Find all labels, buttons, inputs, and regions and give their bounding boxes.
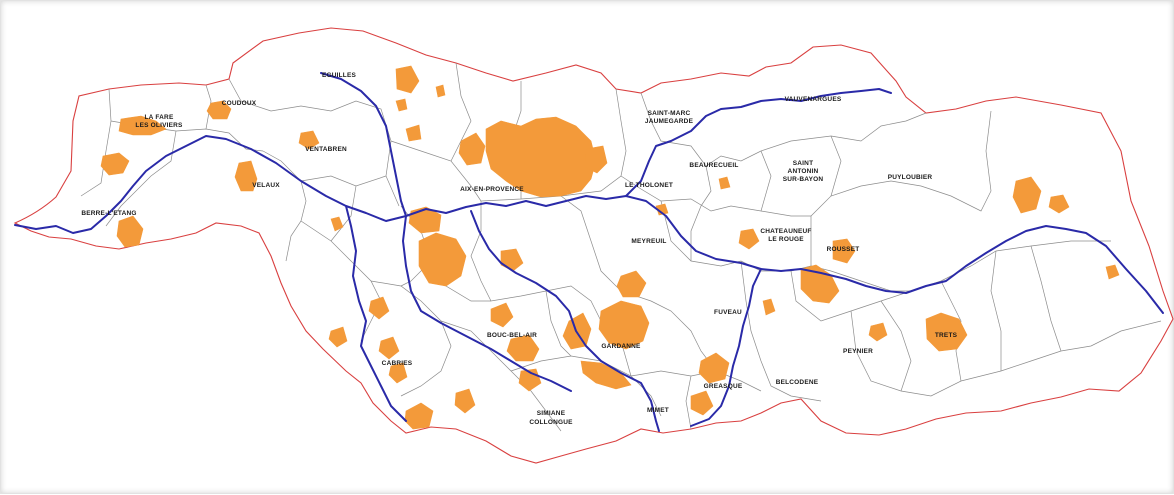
label-ventabren: VENTABREN: [305, 146, 347, 153]
river-mid: [402, 215, 572, 392]
label-belcodene: BELCODENE: [776, 379, 819, 386]
rivers: [14, 72, 1164, 432]
label-vauvenargues: VAUVENARGUES: [785, 96, 842, 103]
label-cabries: CABRIES: [382, 360, 413, 367]
urban-areas: [100, 65, 1120, 430]
label-eguilles: EGUILLES: [322, 72, 357, 79]
label-trets: TRETS: [935, 332, 958, 339]
commune-borders: [80, 62, 1162, 432]
label-rousset: ROUSSET: [827, 246, 860, 253]
label-berre: BERRE-L'ETANG: [81, 210, 136, 217]
label-fuveau: FUVEAU: [714, 309, 742, 316]
river-vauvenargues: [625, 88, 892, 197]
label-mimet: MIMET: [647, 407, 669, 414]
label-meyreuil: MEYREUIL: [631, 238, 666, 245]
river-gardanne: [470, 210, 660, 432]
label-puyloubier: PUYLOUBIER: [888, 174, 933, 181]
label-peynier: PEYNIER: [843, 348, 873, 355]
label-coudoux: COUDOUX: [222, 100, 257, 107]
river-fuveau: [690, 268, 762, 427]
label-beaurecueil: BEAURECUEIL: [689, 162, 738, 169]
river-west: [345, 205, 407, 422]
label-le-tholonet: LE THOLONET: [625, 182, 673, 189]
river-arc: [14, 135, 1164, 314]
label-gardanne: GARDANNE: [601, 343, 641, 350]
label-bouc-bel-air: BOUC-BEL-AIR: [487, 332, 537, 339]
label-aix: AIX-EN-PROVENCE: [460, 186, 524, 193]
label-velaux: VELAUX: [252, 182, 280, 189]
label-greasque: GREASQUE: [704, 383, 743, 390]
river-north: [320, 72, 407, 217]
